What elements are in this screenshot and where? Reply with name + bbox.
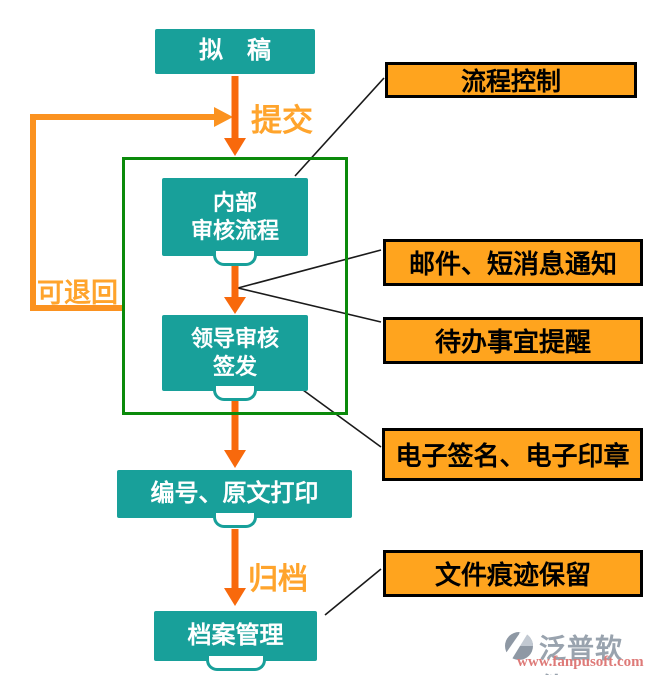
node-draft-label: 拟 稿 xyxy=(199,37,271,65)
callout-todo-reminder: 待办事宜提醒 xyxy=(383,317,643,364)
node-numbering-print-notch xyxy=(212,513,257,528)
label-returnable: 可退回 xyxy=(37,278,118,308)
node-internal-review-notch xyxy=(213,251,257,266)
callout-todo-reminder-label: 待办事宜提醒 xyxy=(434,327,591,357)
submit-arrow xyxy=(224,76,246,156)
watermark-brand: 泛普软件 xyxy=(539,634,623,675)
approval-frame xyxy=(122,157,348,415)
callout-file-trace-retention: 文件痕迹保留 xyxy=(383,550,643,597)
callout-mail-sms-notify-label: 邮件、短消息通知 xyxy=(408,249,617,279)
label-archive: 归档 xyxy=(248,563,308,596)
callout-esignature-eseal-label: 电子签名、电子印章 xyxy=(395,441,630,471)
callout-process-control: 流程控制 xyxy=(385,62,637,98)
node-archive-management: 档案管理 xyxy=(154,611,317,671)
connector-line-file-trace xyxy=(324,568,382,616)
node-leader-sign-notch xyxy=(213,386,257,401)
archive-arrow xyxy=(224,529,246,606)
node-numbering-print-label: 编号、原文打印 xyxy=(150,479,319,507)
callout-process-control-label: 流程控制 xyxy=(460,68,561,96)
callout-esignature-eseal: 电子签名、电子印章 xyxy=(382,428,643,481)
node-archive-management-label: 档案管理 xyxy=(187,621,284,649)
fanpu-logo-icon xyxy=(505,630,533,660)
node-draft: 拟 稿 xyxy=(155,29,315,74)
node-internal-review: 内部 审核流程 xyxy=(162,178,308,266)
return-loop-arrowhead-icon xyxy=(214,107,233,127)
node-leader-sign-label: 领导审核 签发 xyxy=(190,325,279,379)
node-internal-review-label: 内部 审核流程 xyxy=(190,189,279,243)
node-numbering-print: 编号、原文打印 xyxy=(117,470,352,528)
node-archive-management-notch xyxy=(205,656,266,671)
callout-mail-sms-notify: 邮件、短消息通知 xyxy=(383,239,643,286)
callout-file-trace-retention-label: 文件痕迹保留 xyxy=(434,560,591,590)
node-leader-sign: 领导审核 签发 xyxy=(162,315,308,401)
label-submit: 提交 xyxy=(251,103,313,138)
watermark-url: www.fanpusoft.com xyxy=(517,654,644,670)
